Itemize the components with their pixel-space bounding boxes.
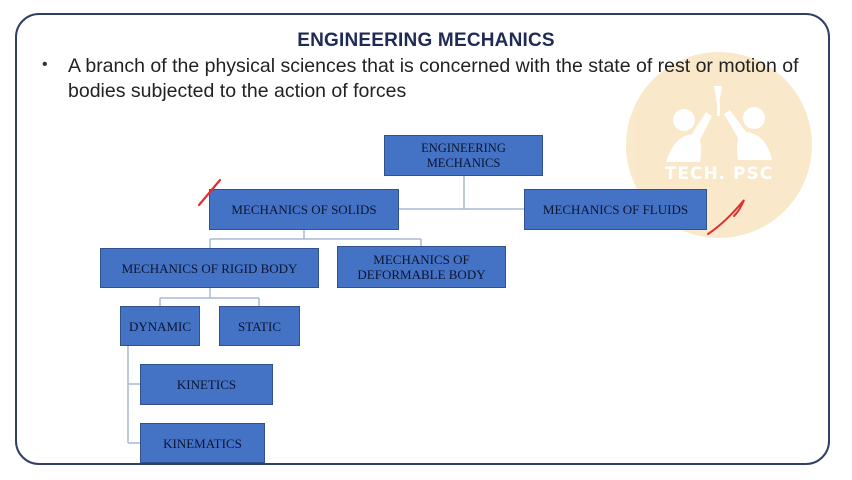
node-static: STATIC <box>219 306 300 346</box>
people-icon <box>666 86 772 162</box>
bullet-marker: • <box>42 56 48 73</box>
definition-text: A branch of the physical sciences that i… <box>68 55 799 102</box>
node-dynamic: DYNAMIC <box>120 306 200 346</box>
node-mechanics-of-fluids: MECHANICS OF FLUIDS <box>524 189 707 230</box>
node-kinematics: KINEMATICS <box>140 423 265 463</box>
slide-title: ENGINEERING MECHANICS <box>297 30 555 51</box>
node-mechanics-of-solids: MECHANICS OF SOLIDS <box>209 189 399 230</box>
tick-mark-solids <box>197 178 222 207</box>
node-kinetics: KINETICS <box>140 364 273 405</box>
node-mechanics-of-rigid-body: MECHANICS OF RIGID BODY <box>100 248 319 288</box>
node-engineering-mechanics: ENGINEERING MECHANICS <box>384 135 543 176</box>
tick-mark-fluids <box>707 199 745 235</box>
node-mechanics-of-deformable-body: MECHANICS OF DEFORMABLE BODY <box>337 246 506 288</box>
watermark-text: TECH. PSC <box>664 164 774 184</box>
